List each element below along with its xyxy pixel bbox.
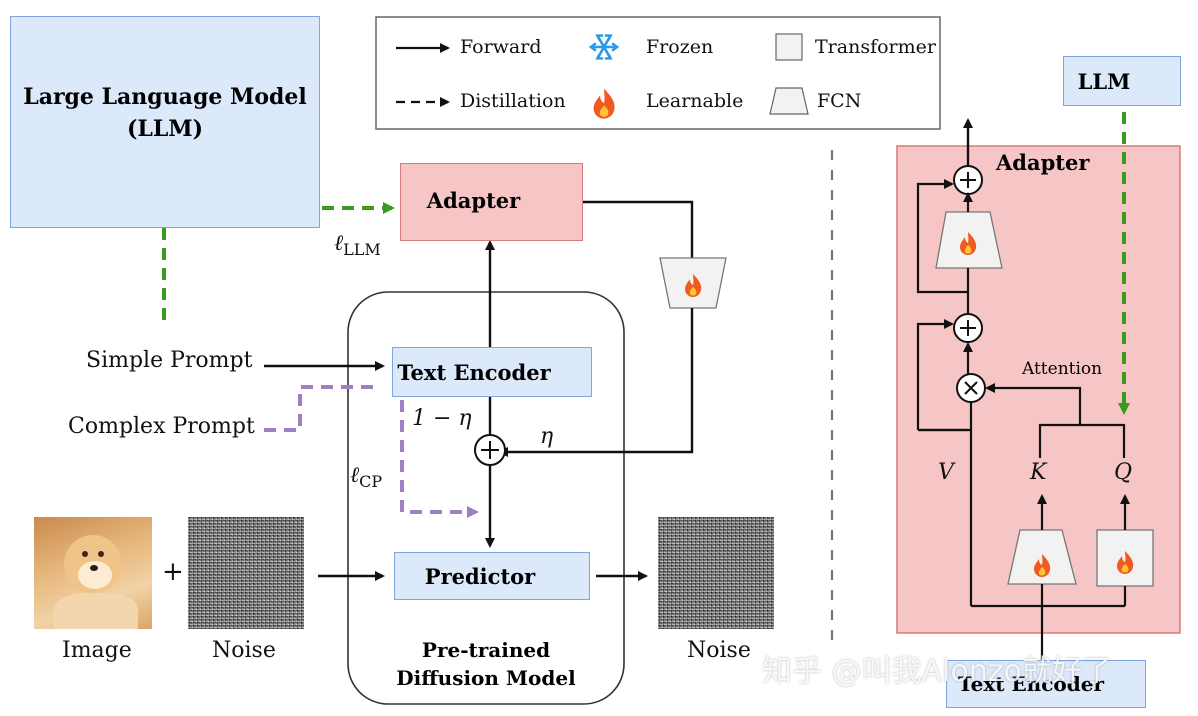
- pretrained-model-outline: [347, 291, 625, 705]
- one-minus-eta-label: 1 − η: [412, 406, 472, 431]
- right-llm-box: LLM: [1063, 56, 1181, 106]
- legend-learnable: Learnable: [646, 90, 744, 112]
- legend-fcn: FCN: [817, 90, 862, 112]
- llm-box: Large Language Model (LLM): [10, 16, 320, 228]
- text-encoder-box: Text Encoder: [392, 347, 592, 397]
- legend-transformer: Transformer: [815, 36, 936, 58]
- legend-box: [375, 16, 941, 130]
- noise-out-label: Noise: [687, 638, 751, 663]
- input-noise-image: [188, 517, 304, 629]
- legend-frozen: Frozen: [646, 36, 714, 58]
- adapter-label: Adapter: [426, 187, 521, 213]
- pretrained-model-label: Pre-trained Diffusion Model: [376, 636, 596, 692]
- loss-llm-label: ℓLLM: [334, 231, 381, 259]
- adapter-box: Adapter: [400, 163, 583, 241]
- complex-prompt-label: Complex Prompt: [68, 414, 255, 439]
- plus-sign: +: [162, 557, 184, 587]
- k-label: K: [1030, 460, 1047, 485]
- predictor-box: Predictor: [394, 552, 590, 600]
- v-label: V: [938, 460, 954, 485]
- predictor-label: Predictor: [424, 563, 536, 589]
- image-label: Image: [62, 638, 132, 663]
- eta-label: η: [540, 424, 554, 449]
- attention-label: Attention: [1022, 359, 1103, 379]
- snowflake-icon: [588, 33, 618, 63]
- input-image: [34, 517, 152, 629]
- q-label: Q: [1114, 460, 1133, 485]
- text-encoder-label: Text Encoder: [397, 359, 551, 385]
- fcn-block: [659, 257, 727, 309]
- simple-prompt-label: Simple Prompt: [86, 348, 253, 373]
- pretrained-line1: Pre-trained: [421, 638, 551, 662]
- llm-box-title-line1: Large Language Model: [23, 84, 307, 110]
- legend-forward: Forward: [460, 36, 542, 58]
- right-llm-label: LLM: [1077, 68, 1131, 94]
- loss-cp-label: ℓCP: [350, 463, 383, 491]
- output-noise-image: [658, 517, 774, 629]
- pretrained-line2: Diffusion Model: [396, 666, 576, 690]
- flame-icon: [590, 87, 618, 117]
- llm-box-title-line2: (LLM): [126, 116, 204, 142]
- legend-distillation: Distillation: [460, 90, 566, 112]
- right-text-encoder-box: Text Encoder: [946, 660, 1146, 708]
- watermark: 知乎 @叫我Alonzo就好了: [762, 654, 1112, 689]
- noise-label: Noise: [212, 638, 276, 663]
- right-adapter-label: Adapter: [996, 150, 1090, 175]
- right-text-encoder-label: Text Encoder: [958, 672, 1104, 696]
